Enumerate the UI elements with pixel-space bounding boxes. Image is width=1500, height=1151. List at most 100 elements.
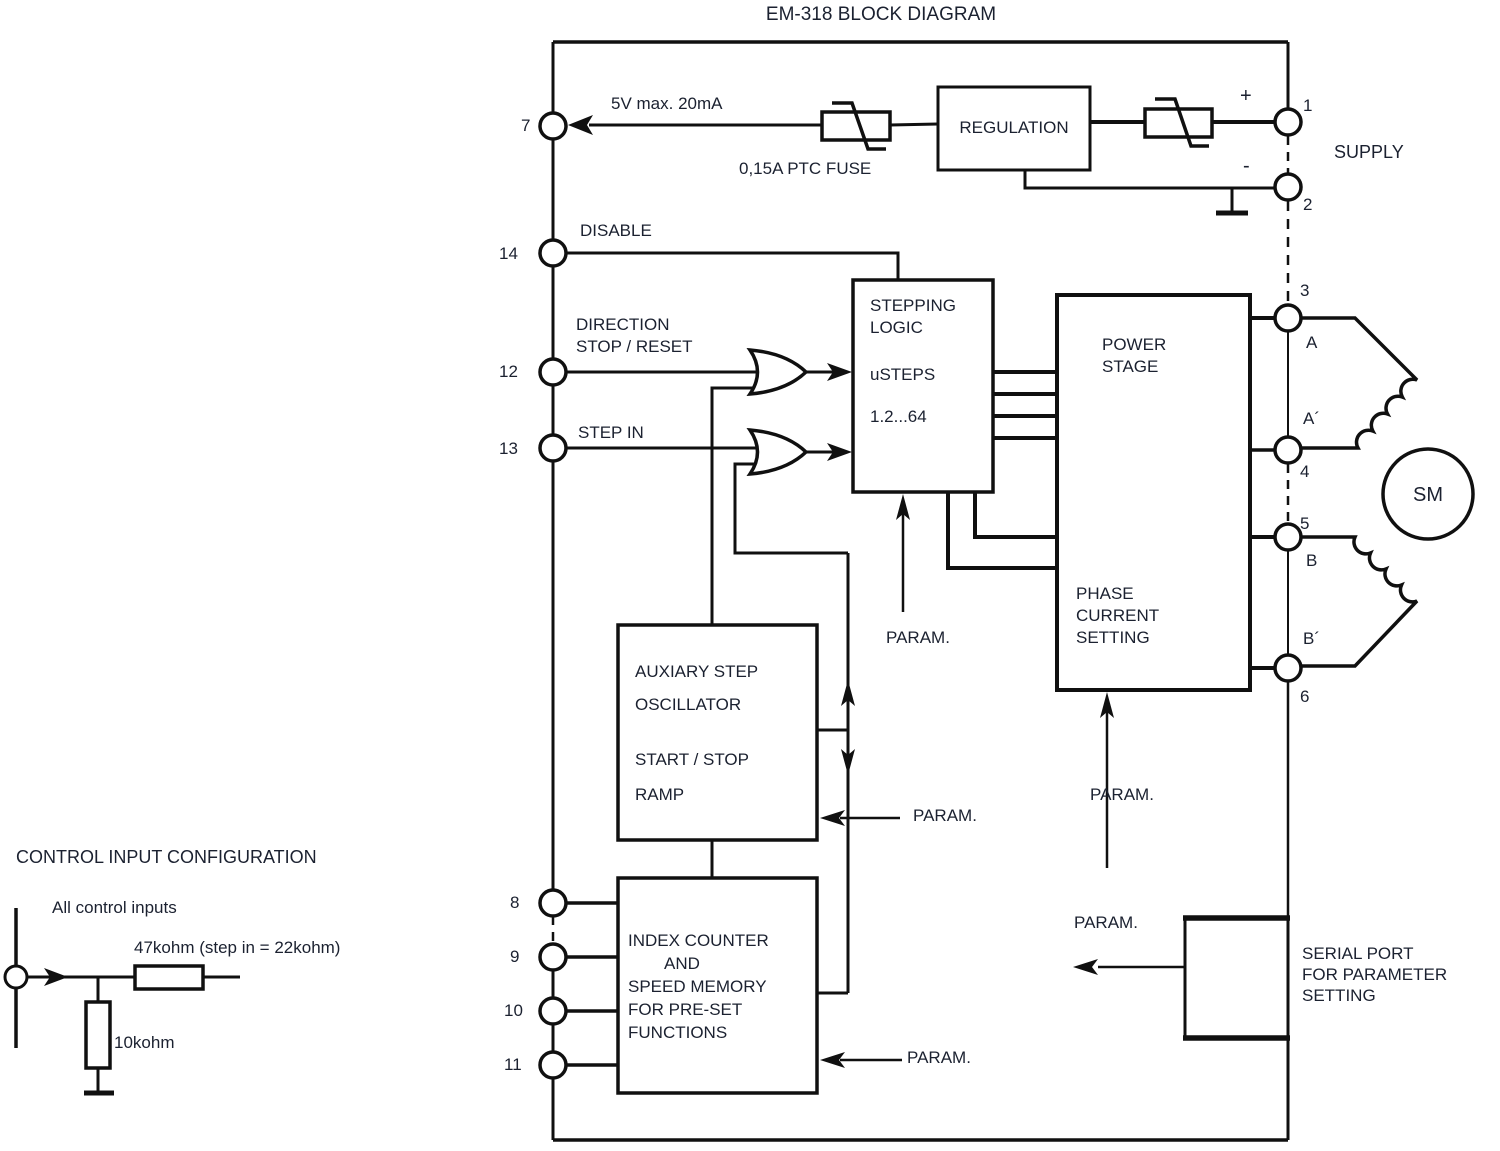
param-oscillator-arrowhead [820, 810, 845, 826]
pin-2-terminal [1273, 172, 1303, 202]
pin-6-label: 6 [1300, 687, 1310, 706]
pin-12-label: 12 [499, 362, 518, 381]
or-gate-1 [746, 347, 852, 397]
pin-8-label: 8 [510, 893, 520, 912]
or1-output-arrowhead [827, 363, 852, 381]
power-stage-line1: POWER [1102, 335, 1167, 354]
pin-4-label: 4 [1300, 462, 1310, 481]
stepping-logic-line2: LOGIC [870, 318, 923, 337]
minus-wire [1023, 170, 1275, 190]
feedback-line [817, 553, 855, 995]
control-input-config-schematic [3, 908, 240, 1096]
pin-11-terminal [538, 1050, 568, 1080]
control-config-subtitle: All control inputs [52, 898, 177, 917]
param-stepping-label: PARAM. [886, 628, 950, 647]
pin-9-label: 9 [510, 947, 520, 966]
index-counter-line5: FUNCTIONS [628, 1023, 728, 1042]
phase-b-prime-label: B´ [1303, 629, 1320, 648]
disable-wire [566, 251, 900, 280]
param-arrows [820, 494, 1185, 1068]
pin-3-terminal [1273, 303, 1303, 333]
param-power-label: PARAM. [1090, 785, 1154, 804]
winding-b-coil [1301, 535, 1419, 668]
pin-13-label: 13 [499, 439, 518, 458]
stop-reset-label: STOP / RESET [576, 337, 693, 356]
pin-14-label: 14 [499, 244, 518, 263]
phase-current-line3: SETTING [1076, 628, 1150, 647]
pin-10-label: 10 [504, 1001, 523, 1020]
index-counter-box [616, 876, 819, 1095]
regulation-box [936, 85, 1092, 172]
ground-icon [1216, 188, 1248, 216]
preset-pin-wires [566, 901, 618, 1067]
index-counter-line3: SPEED MEMORY [628, 977, 767, 996]
stepper-motor-circle [1381, 447, 1475, 541]
winding-a-coil [1301, 316, 1419, 450]
pin-6-terminal [1273, 653, 1303, 683]
stepping-logic-line1: STEPPING [870, 296, 956, 315]
param-power-arrowhead [1100, 692, 1114, 718]
diagram-title: EM-318 BLOCK DIAGRAM [765, 4, 997, 25]
pin-7-terminal [538, 111, 568, 141]
phase-current-line1: PHASE [1076, 584, 1134, 603]
index-counter-line4: FOR PRE-SET [628, 1000, 743, 1019]
pin-9-terminal [538, 942, 568, 972]
serial-port-line3: SETTING [1302, 986, 1376, 1005]
or2-output-arrowhead [827, 443, 852, 461]
pin-1-terminal [1273, 107, 1303, 137]
aux-output-note: 5V max. 20mA [611, 94, 723, 113]
step-bus-lines [946, 370, 1057, 570]
supply-minus-label: - [1243, 155, 1250, 177]
feedback-down-arrowhead [841, 749, 855, 775]
supply-label: SUPPLY [1334, 142, 1404, 162]
pin7-arrowhead [568, 115, 593, 135]
motor-circuit [1250, 316, 1475, 670]
device-border [551, 40, 1290, 1142]
serial-port-line2: FOR PARAMETER [1302, 965, 1448, 984]
pin-13-terminal [538, 433, 568, 463]
stepping-logic-box [851, 278, 995, 494]
oscillator-to-or1-wire [710, 386, 757, 625]
supply-circuit [568, 85, 1275, 216]
supply-plus-label: + [1240, 85, 1252, 107]
oscillator-box [616, 623, 819, 842]
regulation-label: REGULATION [959, 118, 1069, 138]
shunt-resistor [84, 1000, 112, 1070]
ptc-fuse-right-icon [1143, 97, 1214, 148]
power-stage-line2: STAGE [1102, 357, 1159, 376]
param-index-label: PARAM. [907, 1048, 971, 1067]
disable-label: DISABLE [580, 221, 652, 240]
stepping-logic-usteps: uSTEPS [870, 365, 936, 384]
ptc-fuse-left-icon [820, 101, 892, 151]
param-index-arrowhead [820, 1052, 845, 1068]
oscillator-line1: AUXIARY STEP [635, 662, 759, 681]
pin-2-label: 2 [1303, 195, 1313, 214]
index-counter-line2: AND [664, 954, 700, 973]
or-gate-2 [746, 427, 852, 477]
param-serial-arrowhead [1073, 959, 1098, 975]
pin-8-terminal [538, 888, 568, 918]
control-config-title: CONTROL INPUT CONFIGURATION [16, 847, 317, 867]
pin-10-terminal [538, 996, 568, 1026]
series-resistor-label: 47kohm (step in = 22kohm) [134, 938, 341, 957]
pin-5-terminal [1273, 522, 1303, 552]
phase-b-label: B [1306, 551, 1318, 570]
pin-11-label: 11 [504, 1055, 522, 1074]
direction-label: DIRECTION [576, 315, 670, 334]
control-input-terminal [3, 964, 29, 990]
pin-5-label: 5 [1300, 514, 1310, 533]
param-serial-label: PARAM. [1074, 913, 1138, 932]
pin-terminals [538, 107, 1303, 1080]
pin-4-terminal [1273, 435, 1303, 465]
fuse-note: 0,15A PTC FUSE [739, 159, 872, 178]
shunt-resistor-label: 10kohm [114, 1033, 175, 1052]
index-counter-line1: INDEX COUNTER [628, 931, 769, 950]
control-input-arrowhead [44, 968, 68, 986]
phase-a-prime-label: A´ [1303, 409, 1320, 428]
step-in-label: STEP IN [578, 423, 644, 442]
param-oscillator-label: PARAM. [913, 806, 977, 825]
feedback-up-arrowhead [841, 680, 855, 706]
serial-port-box [1183, 915, 1290, 1041]
